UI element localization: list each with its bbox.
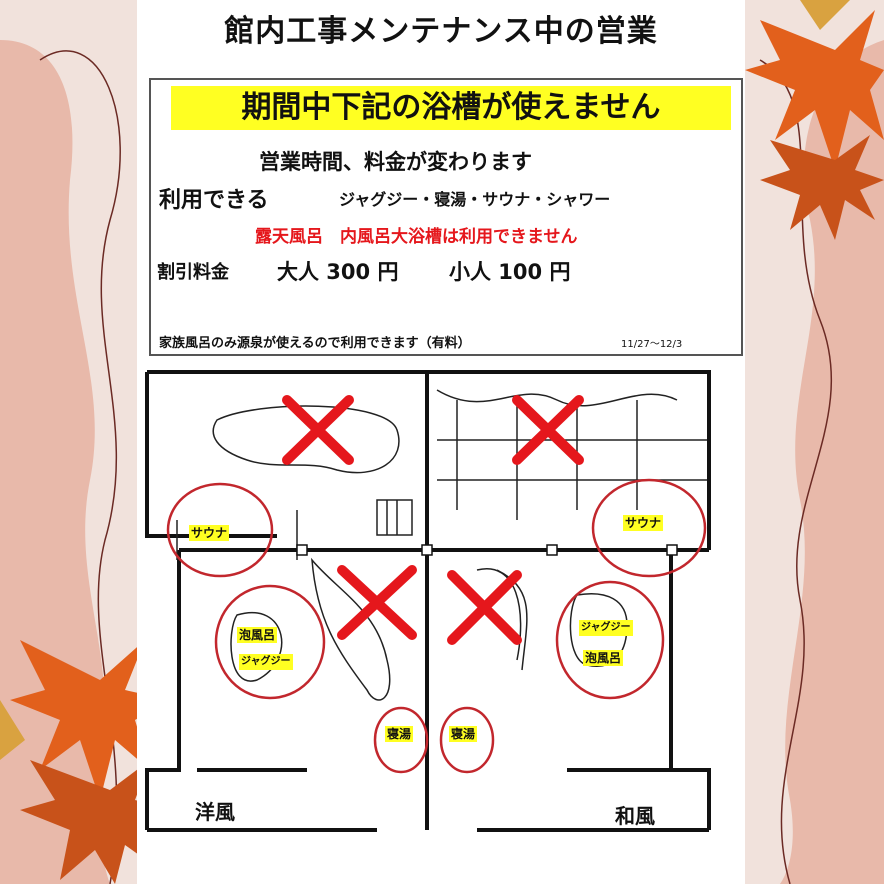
left-sauna-label: サウナ (189, 525, 230, 541)
right-jacuzzi-label: ジャグジー (579, 620, 633, 636)
available-label: 利用できる (159, 188, 269, 213)
unavailable-text: 露天風呂 内風呂大浴槽は利用できません (255, 227, 578, 247)
maple-leaf-icon (0, 640, 175, 884)
left-jacuzzi-label: ジャグジー (239, 654, 293, 670)
closed-mark-icon (512, 395, 584, 465)
left-bubble-label: 泡風呂 (237, 627, 278, 643)
japanese-style-room-label: 和風 (615, 804, 655, 828)
page-title: 館内工事メンテナンス中の営業 (224, 14, 658, 49)
child-price: 小人 100 円 (449, 260, 571, 284)
family-bath-note: 家族風呂のみ源泉が使えるので利用できます（有料） (159, 336, 471, 351)
sauna-highlight-circle (166, 482, 274, 578)
floor-plan (145, 370, 711, 832)
maple-leaf-icon (745, 0, 884, 240)
right-bubble-label: 泡風呂 (583, 650, 624, 666)
sauna-highlight-circle (591, 478, 707, 578)
right-sauna-label: サウナ (623, 515, 664, 531)
closed-mark-icon (282, 395, 354, 465)
hours-change-text: 営業時間、料金が変わります (259, 150, 532, 174)
closed-mark-icon (337, 565, 417, 640)
discount-label: 割引料金 (157, 262, 229, 283)
notice-box: 期間中下記の浴槽が使えません 営業時間、料金が変わります 利用できる ジャグジー… (149, 78, 743, 356)
bubble-bath-highlight-circle (214, 584, 326, 700)
west-style-room-label: 洋風 (195, 800, 235, 824)
nebath-highlight-circle (373, 706, 429, 774)
closed-mark-icon (447, 570, 522, 645)
nebath-highlight-circle (439, 706, 495, 774)
jacuzzi-highlight-circle (555, 580, 665, 700)
date-range: 11/27～12/3 (621, 339, 683, 350)
notice-poster: 館内工事メンテナンス中の営業 期間中下記の浴槽が使えません 営業時間、料金が変わ… (137, 0, 745, 884)
closure-headline: 期間中下記の浴槽が使えません (171, 86, 731, 130)
left-nebath-label: 寝湯 (385, 726, 414, 742)
available-items: ジャグジー・寝湯・サウナ・シャワー (339, 190, 611, 209)
right-nebath-label: 寝湯 (449, 726, 478, 742)
adult-price: 大人 300 円 (277, 260, 399, 284)
